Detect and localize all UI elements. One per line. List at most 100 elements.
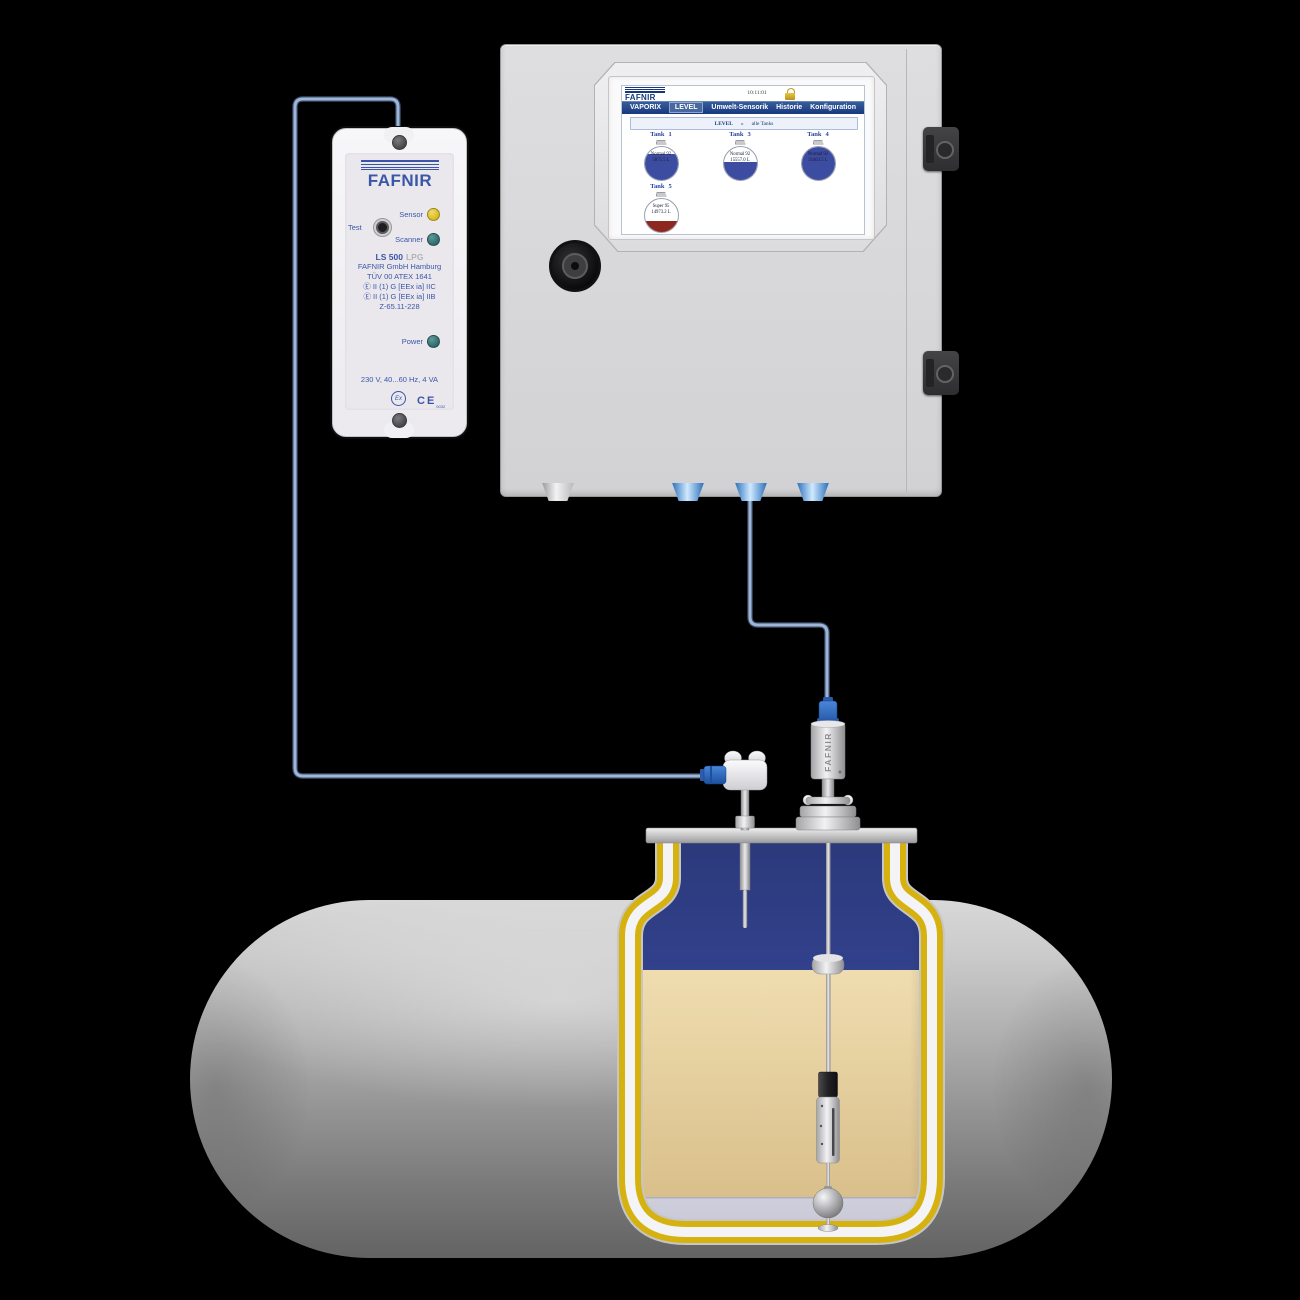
door-lock-core <box>571 262 579 270</box>
tank-number: 4 <box>825 131 829 138</box>
door-lock-knob[interactable] <box>549 240 601 292</box>
sensor-led-label: Sensor <box>399 210 423 219</box>
logo-bar <box>625 87 665 89</box>
tank-number: 3 <box>747 131 751 138</box>
model-name: LS 500 <box>375 252 403 262</box>
tank-volume: 31463.5 L <box>808 157 828 163</box>
tank-neck-icon <box>812 140 824 145</box>
sensor-module-slot <box>832 1108 835 1156</box>
tank-level-gauge: Normal 92 31463.5 L <box>800 145 836 181</box>
probe-rod-upper <box>826 843 831 959</box>
breadcrumb-section: LEVEL <box>714 120 733 127</box>
tank-fill-level <box>801 146 835 180</box>
level-probe-brand-label: FAFNIR <box>823 732 833 772</box>
tank-fill-level <box>644 220 678 232</box>
tank-neck-icon <box>655 192 667 197</box>
tank-number: 1 <box>668 131 672 138</box>
ce-mark-text: CE <box>417 395 437 407</box>
tank-label: Tank <box>650 183 665 190</box>
tank-liner-white <box>625 832 937 1237</box>
info-line: FAFNIR GmbH Hamburg <box>357 262 442 271</box>
power-rating: 230 V, 40...60 Hz, 4 VA <box>360 375 439 384</box>
logo-bar <box>361 169 439 171</box>
sensor-module-body <box>816 1096 840 1164</box>
tank-readout: Super 95 14973.2 L <box>645 204 678 216</box>
tank-title: Tank 3 <box>729 131 750 139</box>
hinge-pin <box>936 365 954 383</box>
sensor-module-cap <box>818 1071 838 1098</box>
lpg-cable-connector <box>703 765 727 785</box>
tank-volume: 5875.5 L <box>652 157 670 163</box>
tank-level-gauge: Normal 92 5875.5 L <box>643 145 679 181</box>
fafnir-logo: FAFNIR <box>361 160 439 190</box>
ex-mark-text: Ex <box>394 395 402 402</box>
hinge-notch <box>926 359 934 387</box>
tank-cutaway-assembly: FAFNIR <box>617 697 945 1245</box>
hinge-notch <box>926 135 934 163</box>
logo-bar <box>625 89 665 91</box>
ce-mark: CE0032 <box>417 391 445 409</box>
mount-tab-bottom <box>384 422 414 438</box>
probe-rod-tip <box>826 1218 830 1226</box>
mount-hole-top <box>392 135 407 150</box>
tank-neck-icon <box>655 140 667 145</box>
cable-gland-white <box>542 483 574 501</box>
lpg-sensor-head <box>722 759 768 791</box>
flange-upper <box>799 805 857 818</box>
tank-widget[interactable]: Tank 3 Normal 92 15557.0 L <box>712 131 768 181</box>
info-line: Z-65.11-228 <box>379 302 420 311</box>
cable-gland-blue <box>672 483 704 501</box>
nav-item-historie[interactable]: Historie <box>776 104 803 111</box>
info-line: TÜV 00 ATEX 1641 <box>367 272 432 281</box>
tank-readout: Normal 92 15557.0 L <box>724 152 757 164</box>
tank-widget[interactable]: Tank 1 Normal 92 5875.5 L <box>633 131 689 181</box>
tank-readout: Normal 92 31463.5 L <box>802 152 835 164</box>
logo-wordmark: FAFNIR <box>367 170 433 190</box>
ce-number: 0032 <box>436 404 446 410</box>
sensor-module-hole <box>820 1142 824 1146</box>
lock-shackle <box>786 88 795 95</box>
scanner-led-label: Scanner <box>395 235 423 244</box>
logo-bar <box>361 166 439 168</box>
ex-mark-icon: Ex <box>391 391 406 406</box>
tank-slot-2: Tank 3 Normal 92 15557.0 L <box>712 131 768 181</box>
breadcrumb-target: alle Tanks <box>751 120 774 127</box>
interior-shading <box>630 832 932 1232</box>
tank-product: Normal 92 <box>807 151 829 157</box>
nav-item-level[interactable]: LEVEL <box>668 102 704 113</box>
tank-level-gauge: Normal 92 15557.0 L <box>722 145 758 181</box>
lpg-sensor-nut <box>735 815 755 829</box>
level-probe-head-cap <box>810 720 846 728</box>
probe-rod-lower <box>826 1163 830 1191</box>
nav-item-vaporix[interactable]: VAPORIX <box>630 104 661 111</box>
test-button[interactable] <box>373 218 392 237</box>
tank-interior <box>630 832 932 1232</box>
tank-volume: 15557.0 L <box>730 157 750 163</box>
nav-item-konfiguration[interactable]: Konfiguration <box>810 104 856 111</box>
lpg-sensor-probe-rod <box>742 890 748 928</box>
flange-lower <box>795 816 861 831</box>
product-float-top <box>813 954 843 962</box>
tank-slot-4: Tank 5 Super 95 14973.2 L <box>633 183 689 233</box>
mount-hole-bottom <box>392 413 407 428</box>
test-button-core <box>376 221 389 234</box>
tank-widget[interactable]: Tank 5 Super 95 14973.2 L <box>633 183 689 233</box>
door-lock-ring <box>562 253 588 279</box>
hinge-top <box>923 127 959 171</box>
hinge-pin <box>936 141 954 159</box>
power-led-label: Power <box>401 337 423 346</box>
tank-widget[interactable]: Tank 4 Normal 92 31463.5 L <box>790 131 846 181</box>
tank-product: Normal 92 <box>729 151 751 157</box>
water-float-ball <box>812 1187 844 1219</box>
lpg-connector-rib <box>710 766 712 784</box>
info-line: Ⓔ II (1) G [EEx ia] IIC <box>363 282 436 291</box>
tank-product: Normal 92 <box>650 151 672 157</box>
logo-wordmark: FAFNIR <box>625 92 656 102</box>
lock-icon[interactable] <box>785 88 795 100</box>
nav-item-umwelt-sensorik[interactable]: Umwelt-Sensorik <box>711 104 769 111</box>
